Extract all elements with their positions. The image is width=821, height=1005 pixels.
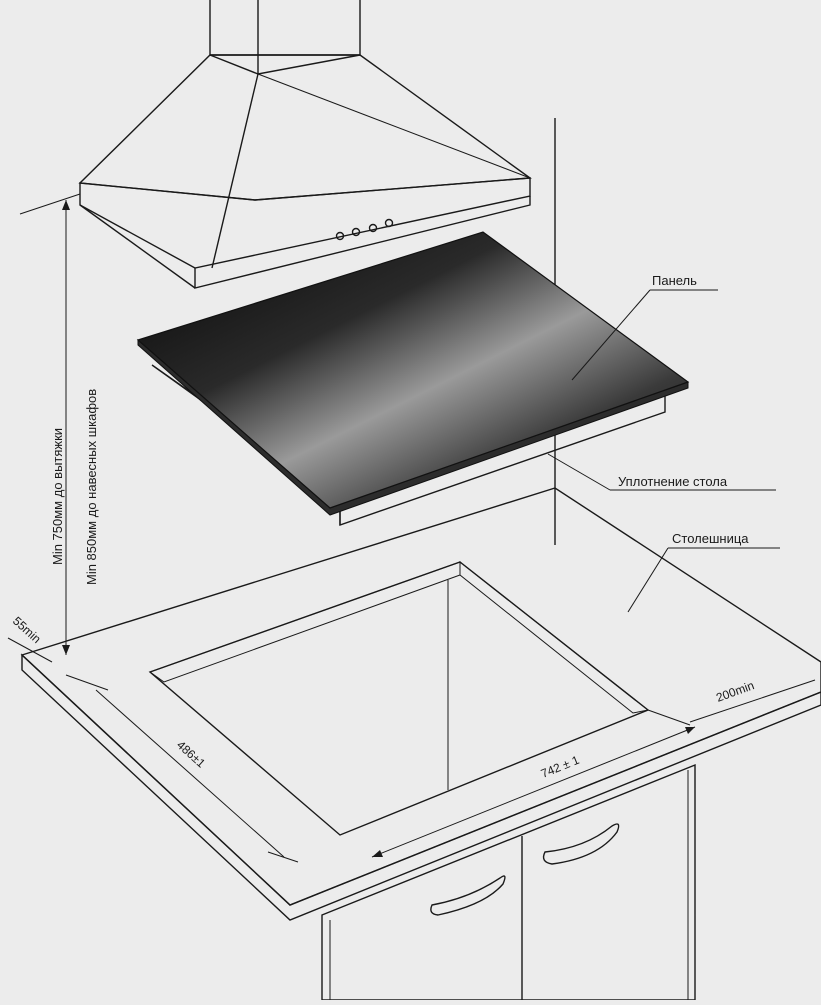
arrow-right-icon [685,727,695,734]
height-label-cabinets: Min 850мм до навесных шкафов [84,389,99,585]
hood-knob-icon [351,227,361,237]
width-dimension-line [371,726,696,858]
countertop-label: Столешница [672,531,749,546]
height-label-hood: Min 750мм до вытяжки [50,428,65,565]
hood-knob-icon [384,218,394,228]
countertop-leader-line [627,547,669,613]
callouts: Панель Уплотнение стола Столешница [547,273,780,613]
glass-hob [136,231,690,526]
cabinet-handle-right [542,823,620,865]
hood-knob-icon [335,231,345,241]
countertop [20,487,821,921]
hood-knob-icon [368,223,378,233]
seal-label: Уплотнение стола [618,474,728,489]
countertop-edge [21,653,821,921]
side-min-line [689,679,816,723]
depth-dimension-line [95,689,285,858]
panel-label: Панель [652,273,697,288]
arrow-up-icon [62,200,70,210]
arrow-left-icon [372,850,383,857]
range-hood [78,0,532,289]
height-dimension: Min 750мм до вытяжки Min 850мм до навесн… [19,193,99,655]
cabinet-handle-left [430,875,506,916]
seal-leader-line [547,453,611,491]
arrow-down-icon [62,645,70,655]
hob-glass-top [136,231,690,509]
panel-leader-line [571,289,651,381]
